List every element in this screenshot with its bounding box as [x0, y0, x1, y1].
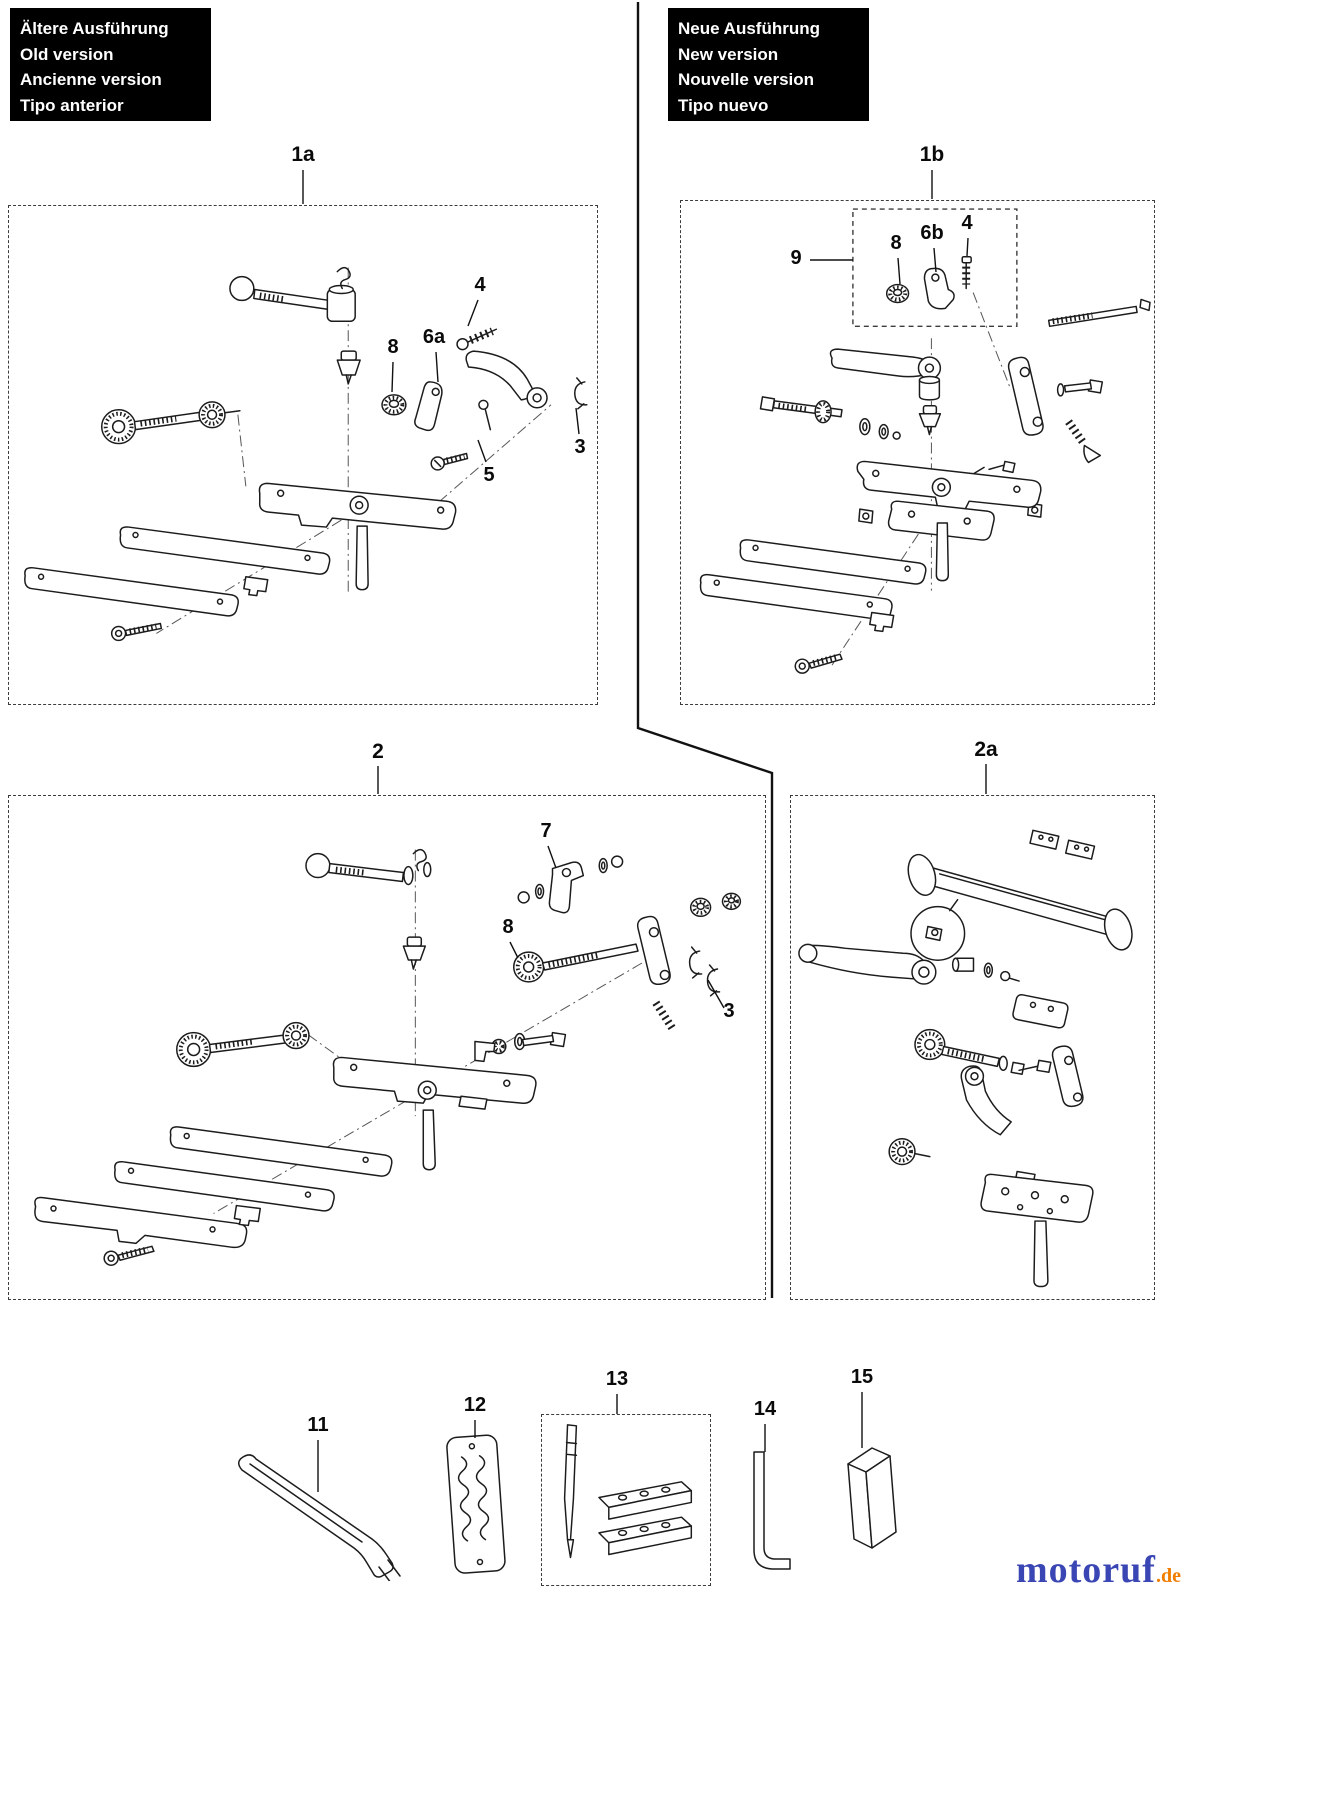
part-label-1b-4: 4 [961, 212, 973, 234]
detail-magnifier [910, 898, 966, 961]
valve-part [402, 936, 427, 970]
watermark-logo: motoruf.de [1016, 1548, 1181, 1592]
tool-12-drawing [446, 1434, 506, 1574]
tool-label-12: 12 [463, 1394, 487, 1416]
tool-13-box [541, 1414, 711, 1586]
bottom-screw [103, 1245, 155, 1266]
new-version-header: Neue Ausführung New version Nouvelle ver… [668, 8, 869, 121]
new-version-line-en: New version [678, 44, 779, 64]
part-label-1b-9: 9 [790, 247, 802, 269]
part-label-2-7: 7 [540, 820, 552, 842]
old-version-line-en: Old version [20, 44, 114, 64]
bracket-part-7 [517, 855, 624, 914]
new-version-line-fr: Nouvelle version [678, 70, 815, 89]
crank-lever [465, 350, 548, 431]
part-label-2-8: 8 [502, 916, 514, 938]
base-plate [980, 1170, 1094, 1288]
ball-handle [305, 848, 432, 886]
bottom-screw [110, 622, 163, 642]
plate-and-nuts [636, 892, 742, 985]
assembly-title-1b: 1b [919, 143, 945, 166]
assembly-title-1a: 1a [291, 143, 315, 166]
assembly-1a-drawing [24, 266, 588, 642]
ball-handle [229, 266, 356, 323]
handle-lever [829, 348, 942, 436]
lever-part-6a [414, 381, 443, 432]
tool-13-drawing [563, 1424, 693, 1559]
screw-part-5 [430, 452, 469, 471]
part-label-1a-3: 3 [574, 436, 586, 458]
gear-and-shaft [914, 1028, 1025, 1076]
gauge-plate [446, 1434, 506, 1574]
assembly-box-1a [8, 205, 598, 705]
tool-11-drawing [238, 1454, 401, 1581]
left-bolt-and-nut [759, 396, 901, 440]
new-version-line-de: Neue Ausführung [678, 19, 820, 38]
center-hardware [474, 1031, 567, 1063]
nut-part-8 [381, 394, 407, 416]
bottom-screw [794, 653, 843, 674]
old-version-line-es: Tipo anterior [20, 95, 124, 115]
assembly-title-2: 2 [372, 740, 384, 763]
adjuster-knobs [176, 1021, 310, 1068]
assembly-2a-drawing [798, 829, 1133, 1288]
long-bolt [1047, 298, 1151, 328]
watermark-name: motoruf [1016, 1549, 1156, 1591]
handle-lever [798, 943, 1069, 1029]
old-version-line-fr: Ancienne version [20, 70, 162, 89]
tool-14-drawing [753, 1451, 791, 1570]
part-label-1a-8: 8 [387, 336, 399, 358]
right-bracket [1018, 1045, 1084, 1108]
part-label-1b-8: 8 [890, 232, 902, 254]
part-label-1a-5: 5 [483, 464, 495, 486]
tensioner-bracket [258, 482, 457, 591]
assembly-box-2a [790, 795, 1155, 1300]
centerlines [156, 267, 552, 634]
tool-label-11: 11 [307, 1414, 329, 1436]
guide-bars [699, 539, 927, 633]
detail-parts-8-6b-4 [885, 255, 972, 310]
part-label-1a-6a: 6a [422, 326, 446, 348]
tool-label-14: 14 [753, 1398, 777, 1420]
pivot-arm [888, 1065, 1012, 1166]
top-clamp-blocks [1029, 829, 1096, 860]
tool-15-drawing [847, 1447, 897, 1549]
guide-bars [34, 1126, 393, 1249]
part-label-1a-4: 4 [474, 274, 486, 296]
screw-spring-part-4 [456, 327, 498, 351]
right-plate-and-hardware [959, 356, 1104, 486]
clip-part-3 [574, 377, 588, 410]
part-label-1b-6b: 6b [920, 222, 944, 244]
adjuster-knobs [100, 401, 241, 445]
tool-label-15: 15 [850, 1366, 874, 1388]
assembly-1b-drawing [699, 208, 1151, 674]
assembly-title-2a: 2a [974, 738, 998, 761]
assembly-box-1b [680, 200, 1155, 705]
old-version-line-de: Ältere Ausführung [20, 19, 169, 38]
assembly-2-drawing [34, 848, 742, 1266]
roller-bar [907, 853, 1133, 951]
new-version-line-es: Tipo nuevo [678, 95, 769, 115]
tensioner-bracket [332, 1056, 537, 1171]
old-version-header: Ältere Ausführung Old version Ancienne v… [10, 8, 211, 121]
watermark-tld: .de [1155, 1565, 1181, 1587]
part-label-2-3: 3 [723, 1000, 735, 1022]
guide-bars [24, 526, 331, 617]
tool-label-13: 13 [605, 1368, 629, 1390]
assembly-box-2 [8, 795, 766, 1300]
